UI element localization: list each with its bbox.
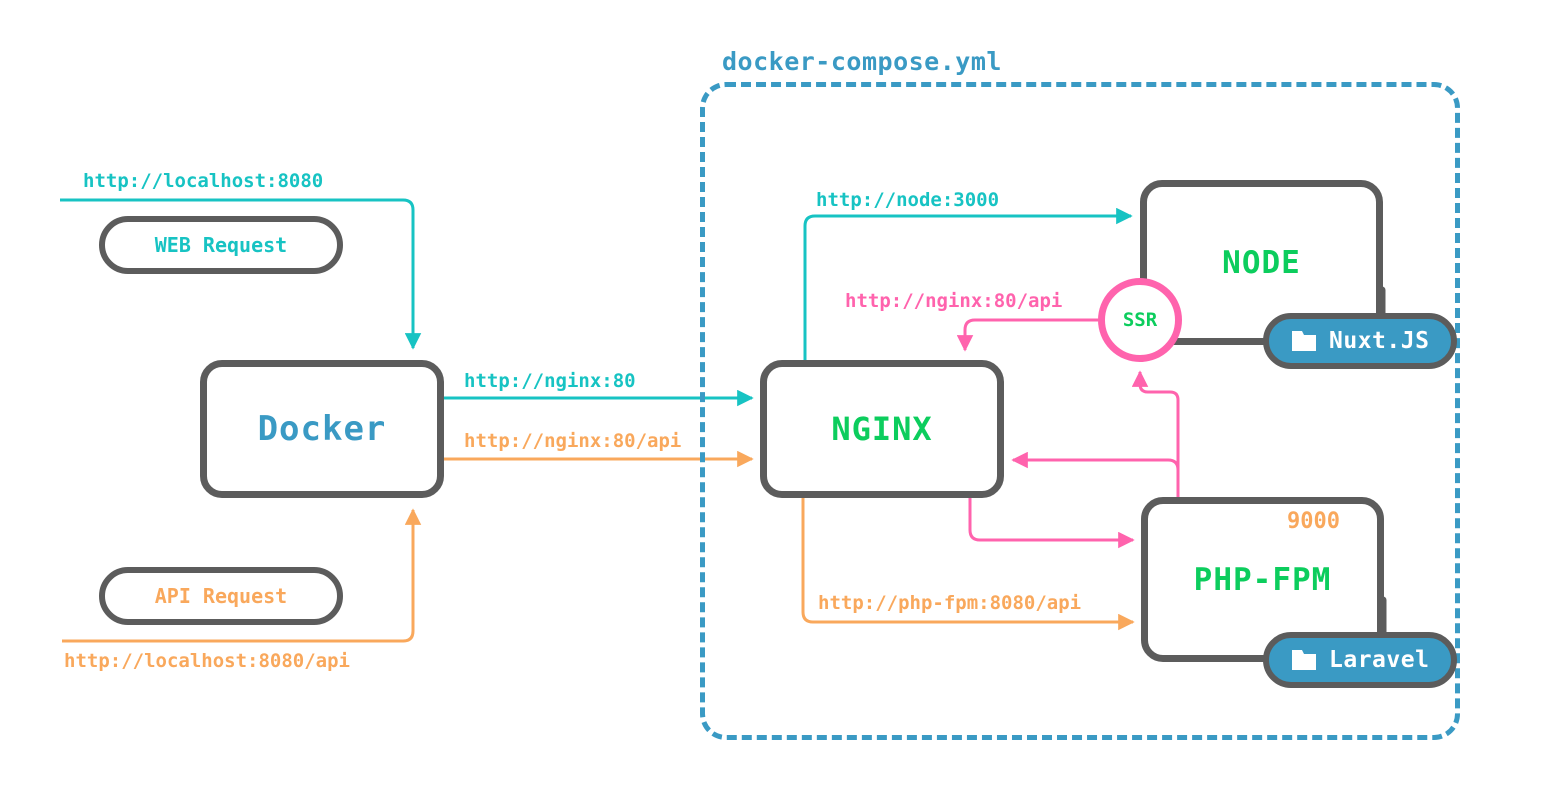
service-node[interactable]: NODE: [1140, 180, 1383, 345]
wire-api-request-to-docker: [62, 508, 422, 643]
service-php-fpm-label: PHP-FPM: [1193, 561, 1332, 598]
wire-ssr-to-nginx: [956, 318, 1098, 352]
service-nginx-label: NGINX: [831, 410, 933, 448]
wire-nginx-to-phpfpm-ssr: [968, 498, 1135, 549]
wire-phpfpm-to-ssr: [1131, 370, 1180, 472]
wire-nginx-to-phpfpm-api: [801, 498, 1135, 631]
label-nginx-to-node: http://node:3000: [816, 189, 1000, 211]
framework-nuxt-label: Nuxt.JS: [1329, 328, 1430, 354]
framework-laravel[interactable]: Laravel: [1263, 632, 1458, 688]
label-docker-to-nginx-web: http://nginx:80: [464, 370, 636, 392]
client-api-request-label: API Request: [154, 584, 288, 608]
client-web-request[interactable]: WEB Request: [99, 216, 343, 274]
label-nginx-to-phpfpm: http://php-fpm:8080/api: [818, 592, 1082, 614]
framework-nuxt[interactable]: Nuxt.JS: [1263, 313, 1458, 369]
docker-compose-container: [700, 82, 1460, 740]
service-docker-label: Docker: [257, 409, 387, 449]
label-localhost-api: http://localhost:8080/api: [64, 650, 350, 672]
client-web-request-label: WEB Request: [154, 233, 288, 257]
wire-nginx-to-node: [803, 207, 1133, 360]
ssr-label: SSR: [1122, 309, 1158, 331]
ssr-node[interactable]: SSR: [1098, 278, 1182, 362]
docker-compose-title: docker-compose.yml: [722, 47, 1002, 76]
service-nginx[interactable]: NGINX: [760, 360, 1004, 498]
label-ssr-to-nginx: http://nginx:80/api: [845, 290, 1063, 312]
framework-laravel-label: Laravel: [1329, 647, 1430, 673]
folder-icon: [1292, 650, 1316, 670]
client-api-request[interactable]: API Request: [99, 567, 343, 625]
label-docker-to-nginx-api: http://nginx:80/api: [464, 430, 682, 452]
service-node-label: NODE: [1222, 244, 1301, 281]
port-label-php-fpm: 9000: [1287, 509, 1340, 534]
wire-web-request-to-docker: [60, 198, 422, 350]
service-docker[interactable]: Docker: [200, 360, 444, 498]
label-localhost-web: http://localhost:8080: [83, 170, 324, 192]
folder-icon: [1292, 331, 1316, 351]
